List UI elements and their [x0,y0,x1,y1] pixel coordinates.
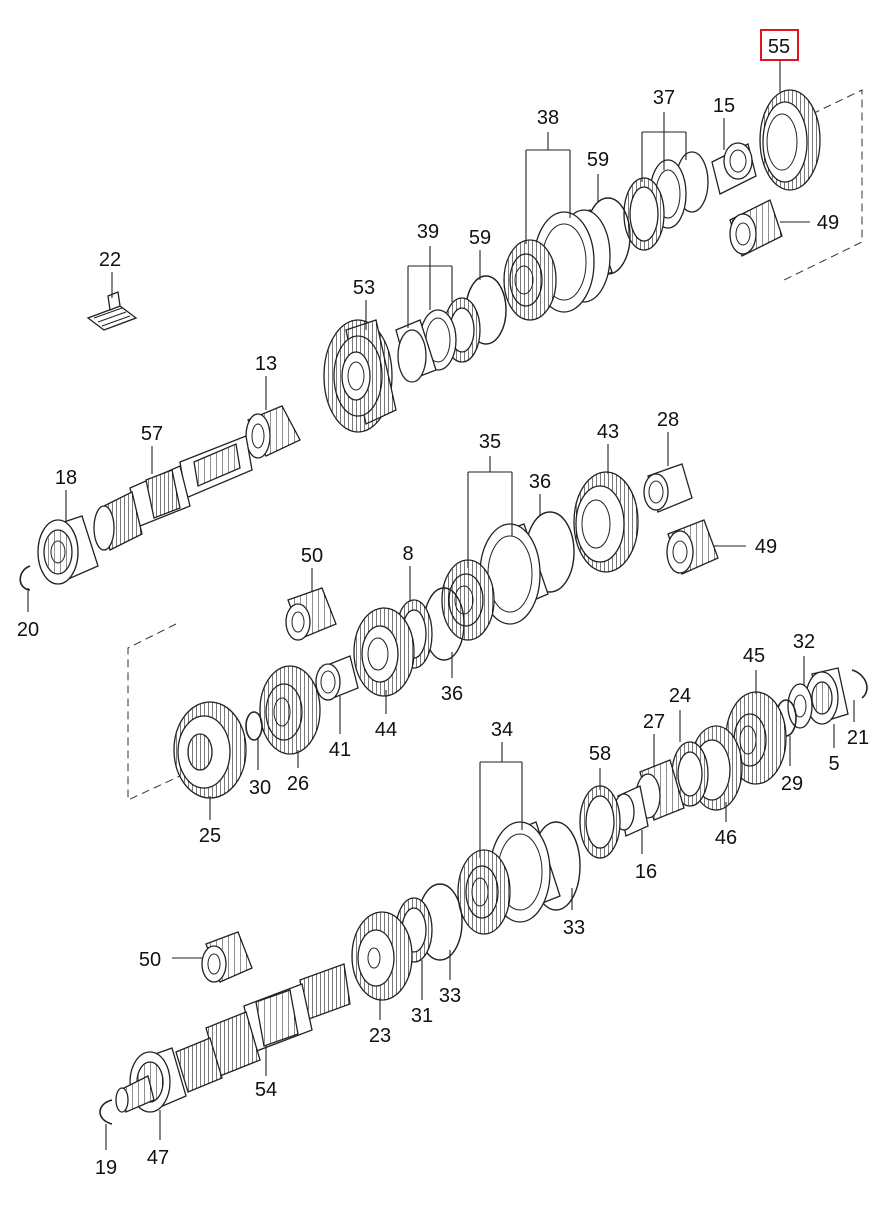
callout-25[interactable]: 25 [199,825,221,847]
bearing-50-middle [285,587,337,641]
synchro-assembly-34 [457,821,561,935]
callout-43[interactable]: 43 [597,421,619,443]
middle-dashed-bracket [127,623,181,801]
callout-58[interactable]: 58 [589,743,611,765]
callout-8[interactable]: 8 [402,543,413,565]
snap-ring-19 [99,1099,113,1125]
gear-53 [323,319,397,433]
callout-59-upper[interactable]: 59 [587,149,609,171]
callout-32[interactable]: 32 [793,631,815,653]
callout-53[interactable]: 53 [353,277,375,299]
highlight-box-55 [760,29,799,61]
bearing-49-upper [729,199,783,257]
gear-55 [759,89,821,191]
bushing-41 [315,655,359,701]
callout-41[interactable]: 41 [329,739,351,761]
callout-29[interactable]: 29 [781,773,803,795]
bearing-47 [115,1047,187,1113]
gear-23 [351,911,413,1001]
callout-33-lower[interactable]: 33 [439,985,461,1007]
bearing-49-middle [666,519,719,575]
callout-20[interactable]: 20 [17,619,39,641]
callout-30[interactable]: 30 [249,777,271,799]
callout-15[interactable]: 15 [713,95,735,117]
callout-46[interactable]: 46 [715,827,737,849]
washer-32 [787,683,813,729]
gear-26 [259,665,321,755]
gear-25 [173,701,247,799]
gear-43 [573,471,639,573]
callout-57[interactable]: 57 [141,423,163,445]
snap-ring-20 [19,565,31,591]
callout-49-middle[interactable]: 49 [755,536,777,558]
callout-39[interactable]: 39 [417,221,439,243]
callout-36-upper[interactable]: 36 [529,471,551,493]
snap-ring-30 [245,711,263,741]
callout-31[interactable]: 31 [411,1005,433,1027]
callout-47[interactable]: 47 [147,1147,169,1169]
bearing-50-lower [201,931,253,983]
bracket-22 [86,291,138,331]
callout-22[interactable]: 22 [99,249,121,271]
callout-50-middle[interactable]: 50 [301,545,323,567]
synchro-rings-39 [395,297,481,383]
callout-13[interactable]: 13 [255,353,277,375]
gear-44 [353,607,415,697]
callout-59-mid[interactable]: 59 [469,227,491,249]
callout-26[interactable]: 26 [287,773,309,795]
synchro-assembly-38 [503,209,613,321]
snap-ring-21 [851,669,868,699]
synchro-ring-24 [671,741,709,807]
synchro-rings-37 [623,151,709,251]
callout-28[interactable]: 28 [657,409,679,431]
callout-24[interactable]: 24 [669,685,691,707]
callout-23[interactable]: 23 [369,1025,391,1047]
callout-18[interactable]: 18 [55,467,77,489]
bearing-13 [245,405,301,459]
leader-lines [27,60,855,1150]
callout-54[interactable]: 54 [255,1079,277,1101]
callout-55[interactable]: 55 [768,36,790,58]
callout-5[interactable]: 5 [828,753,839,775]
callout-34[interactable]: 34 [491,719,513,741]
callout-50-lower[interactable]: 50 [139,949,161,971]
callout-49-upper[interactable]: 49 [817,212,839,234]
bearing-18 [37,515,99,585]
callout-labels: 55 37 15 38 59 49 22 39 59 53 13 57 18 2… [17,36,869,1179]
callout-16[interactable]: 16 [635,861,657,883]
callout-45[interactable]: 45 [743,645,765,667]
callout-21[interactable]: 21 [847,727,869,749]
callout-36-lower[interactable]: 36 [441,683,463,705]
callout-44[interactable]: 44 [375,719,397,741]
synchro-assembly-35 [441,523,549,641]
callout-33-upper[interactable]: 33 [563,917,585,939]
callout-38[interactable]: 38 [537,107,559,129]
upper-dashed-bracket [779,89,863,283]
callout-27[interactable]: 27 [643,711,665,733]
callout-19[interactable]: 19 [95,1157,117,1179]
output-shaft-54 [175,963,351,1093]
input-shaft-57 [93,435,253,551]
bushing-28 [643,463,693,513]
bushing-15 [711,142,757,195]
bearing-5 [805,667,849,725]
callout-37[interactable]: 37 [653,87,675,109]
synchro-ring-58 [579,785,621,859]
callout-35[interactable]: 35 [479,431,501,453]
